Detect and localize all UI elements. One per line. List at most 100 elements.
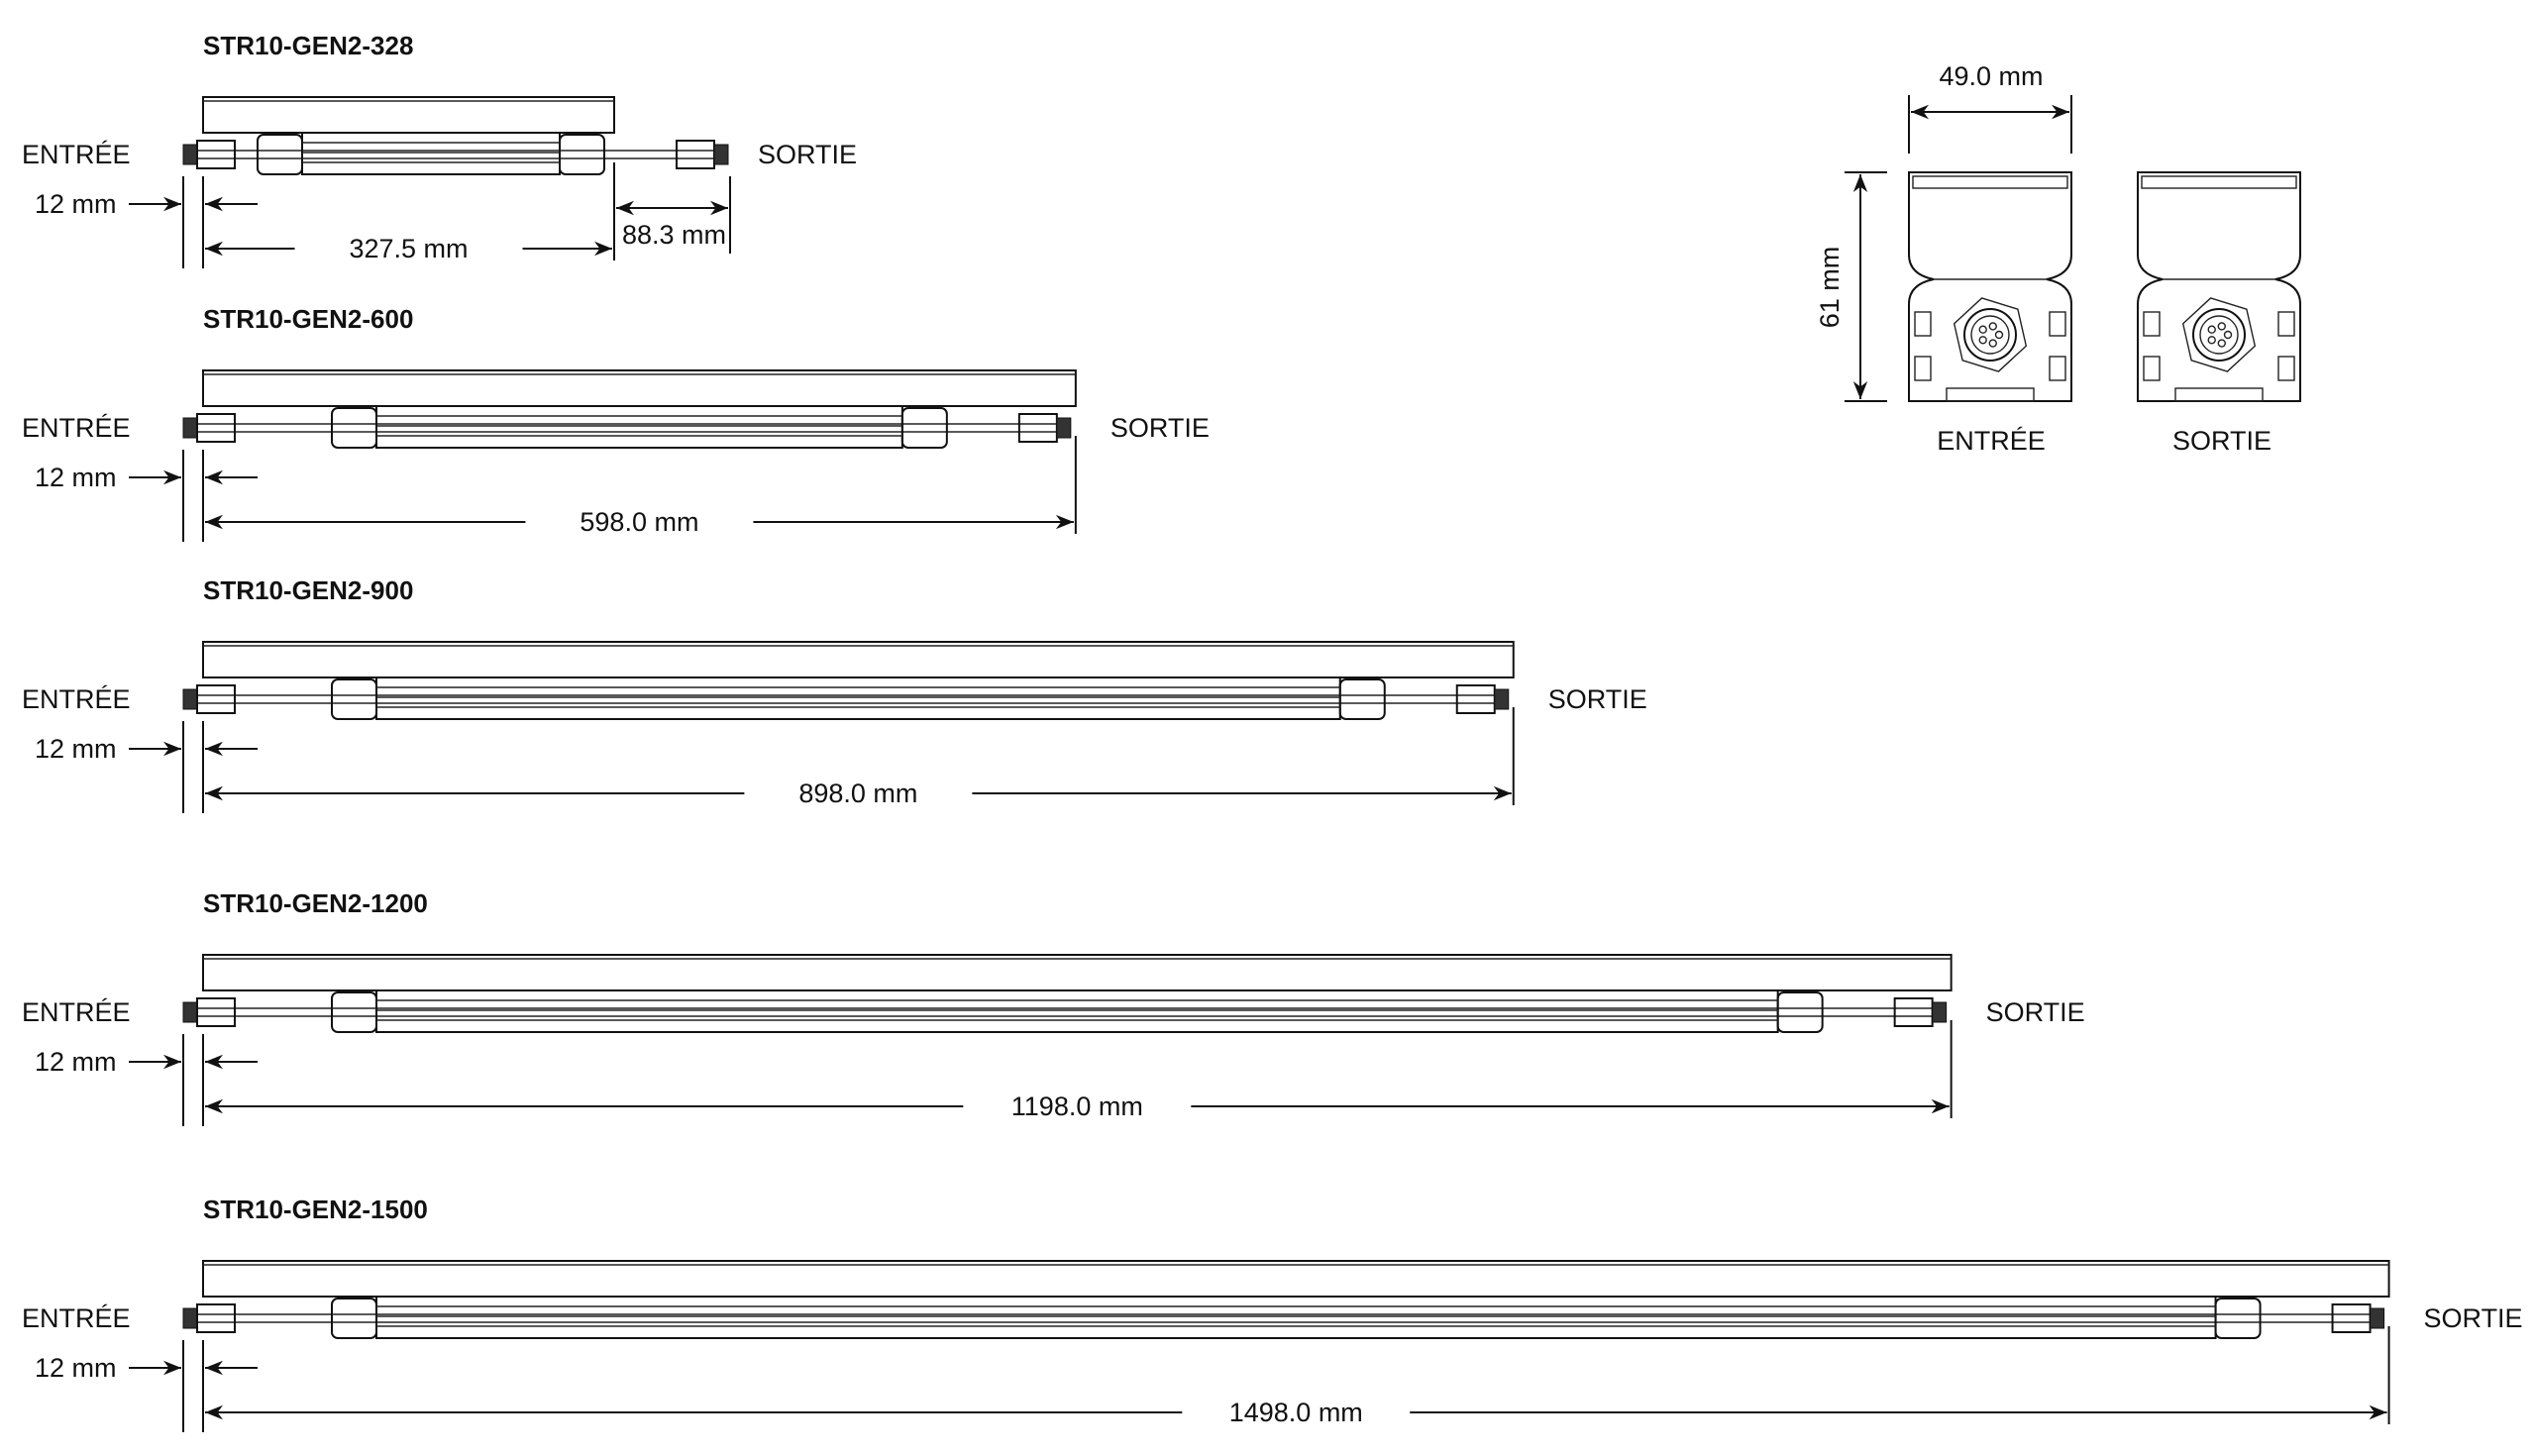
length-dimension: 1498.0 mm [1229,1398,1363,1427]
product-title: STR10-GEN2-328 [203,31,413,60]
output-connector-icon [1893,997,1934,1027]
profile-outline [2137,171,2301,402]
output-connector-icon [1455,684,1496,714]
input-gland-icon [331,678,377,720]
mounting-slot [2277,356,2295,381]
led-housing [375,676,1341,720]
product-title: STR10-GEN2-1200 [203,888,428,918]
output-label: SORTIE [1548,684,1647,714]
mounting-slot [2049,311,2066,337]
length-dimension: 598.0 mm [580,507,698,537]
input-label: ENTRÉE [22,413,131,443]
led-housing [375,405,903,449]
output-gland-icon [900,407,948,449]
output-gland-icon [1338,678,1386,720]
male-connector-icon [2199,315,2239,355]
input-gland-icon [331,991,377,1033]
input-connector-icon [182,144,198,165]
led-housing [375,989,1779,1033]
input-gland-icon [257,134,303,175]
connector-pin-icon [2223,330,2233,340]
input-gland-icon [331,407,377,449]
offset-dimension: 12 mm [35,463,117,492]
output-connector-icon [1932,1001,1948,1023]
mounting-slot [2143,356,2161,381]
profile-body [202,954,1953,991]
connector-pin-icon [1978,325,1987,334]
mounting-slot [1914,356,1932,381]
profile-body [202,96,615,134]
connector-nut-icon [2181,297,2257,372]
bottom-channel [2174,387,2264,402]
profile-outline [1908,171,2072,402]
output-label: SORTIE [1986,997,2085,1027]
input-connector-icon [182,688,198,710]
output-connector-icon [2331,1303,2372,1333]
output-label: SORTIE [758,140,857,169]
input-connector-icon [182,1001,198,1023]
cable-length-dimension: 88.3 mm [622,220,726,250]
input-label: ENTRÉE [22,1303,131,1333]
input-connector-icon [182,417,198,439]
output-connector-icon [1056,417,1072,439]
input-connector-icon [182,1307,198,1329]
product-title: STR10-GEN2-900 [203,575,413,605]
input-connector-icon [196,1303,236,1333]
input-label: ENTRÉE [22,684,131,714]
output-gland-icon [1776,991,1824,1033]
offset-dimension: 12 mm [35,189,117,219]
output-connector-icon [2370,1307,2385,1329]
width-dimension: 49.0 mm [1939,61,2043,91]
connector-nut-icon [1953,297,2028,372]
length-dimension: 898.0 mm [798,779,917,808]
profile-body [202,641,1515,678]
mounting-slot [1914,311,1932,337]
connector-pin-icon [1994,330,2004,340]
output-connector-icon [713,144,729,165]
input-connector-icon [196,140,236,169]
connector-pin-icon [2207,336,2216,345]
connector-pin-icon [1988,339,1997,348]
offset-dimension: 12 mm [35,1047,117,1077]
output-gland-icon [2214,1298,2262,1339]
output-label: SORTIE [1110,413,1210,443]
length-dimension: 327.5 mm [349,234,468,263]
led-housing [301,132,561,175]
offset-dimension: 12 mm [35,734,117,764]
female-connector-icon [1970,315,2010,355]
led-housing [375,1296,2217,1339]
diffuser-strip [1912,175,2068,189]
mounting-slot [2049,356,2066,381]
input-connector-icon [196,413,236,443]
connector-pin-icon [1978,336,1987,345]
mounting-slot [2277,311,2295,337]
connector-pin-icon [2217,339,2226,348]
output-connector-icon [1494,688,1510,710]
end-view-input [1908,171,2072,402]
bottom-channel [1946,387,2035,402]
connector-pin-icon [2207,325,2216,334]
input-gland-icon [331,1298,377,1339]
male-connector-icon [2192,308,2246,362]
connector-pin-icon [2217,322,2226,331]
mounting-slot [2143,311,2161,337]
end-view-input-label: ENTRÉE [1937,426,2046,456]
female-connector-icon [1963,308,2017,362]
input-connector-icon [196,997,236,1027]
output-label: SORTIE [2424,1303,2523,1333]
output-connector-icon [1017,413,1058,443]
product-title: STR10-GEN2-1500 [203,1195,428,1224]
profile-body [202,1260,2390,1298]
connector-pin-icon [1988,322,1997,331]
input-connector-icon [196,684,236,714]
diffuser-strip [2141,175,2297,189]
offset-dimension: 12 mm [35,1353,117,1383]
output-gland-icon [559,134,605,175]
height-dimension: 61 mm [1815,247,1845,329]
output-connector-icon [676,140,715,169]
